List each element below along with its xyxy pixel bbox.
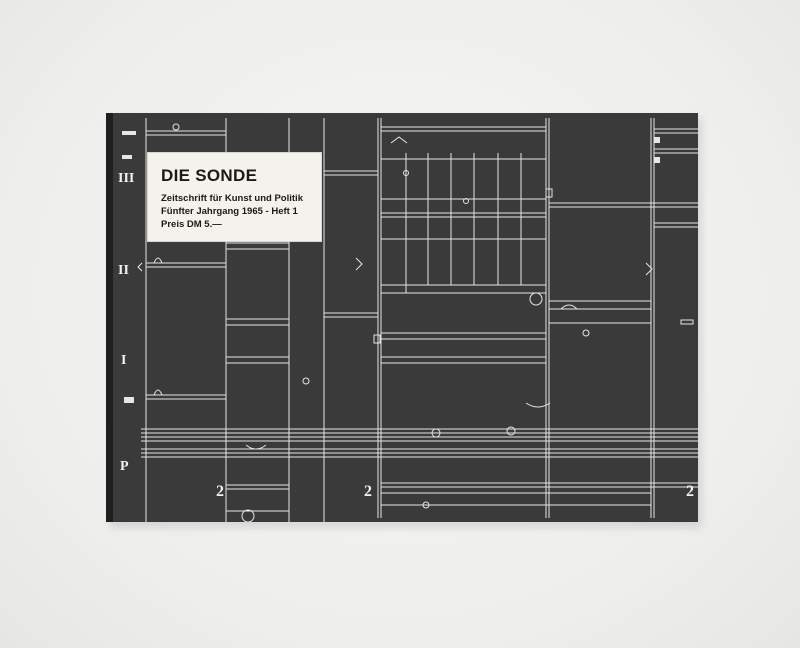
magazine-price: Preis DM 5.—	[161, 219, 222, 230]
magazine-subtitle: Zeitschrift für Kunst und Politik	[161, 193, 303, 204]
booklet-spine	[106, 113, 113, 522]
music-score-graphic	[122, 118, 698, 522]
staff-label-p: P	[120, 459, 129, 474]
magazine-title: DIE SONDE	[161, 166, 258, 185]
staff-label-ii: II	[118, 263, 129, 278]
magazine-issue: Fünfter Jahrgang 1965 - Heft 1	[161, 206, 298, 217]
score-page-number-1: 2	[216, 483, 224, 500]
staff-label-i: I	[121, 353, 127, 368]
score-page-number-3: 2	[686, 483, 694, 500]
score-page-number-2: 2	[364, 483, 372, 500]
magazine-cover: III II I P 2 2 2 DIE SONDE Zeitschrift f…	[106, 113, 698, 522]
staff-label-iii: III	[118, 171, 135, 186]
cover-title-label: DIE SONDE Zeitschrift für Kunst und Poli…	[148, 153, 321, 241]
